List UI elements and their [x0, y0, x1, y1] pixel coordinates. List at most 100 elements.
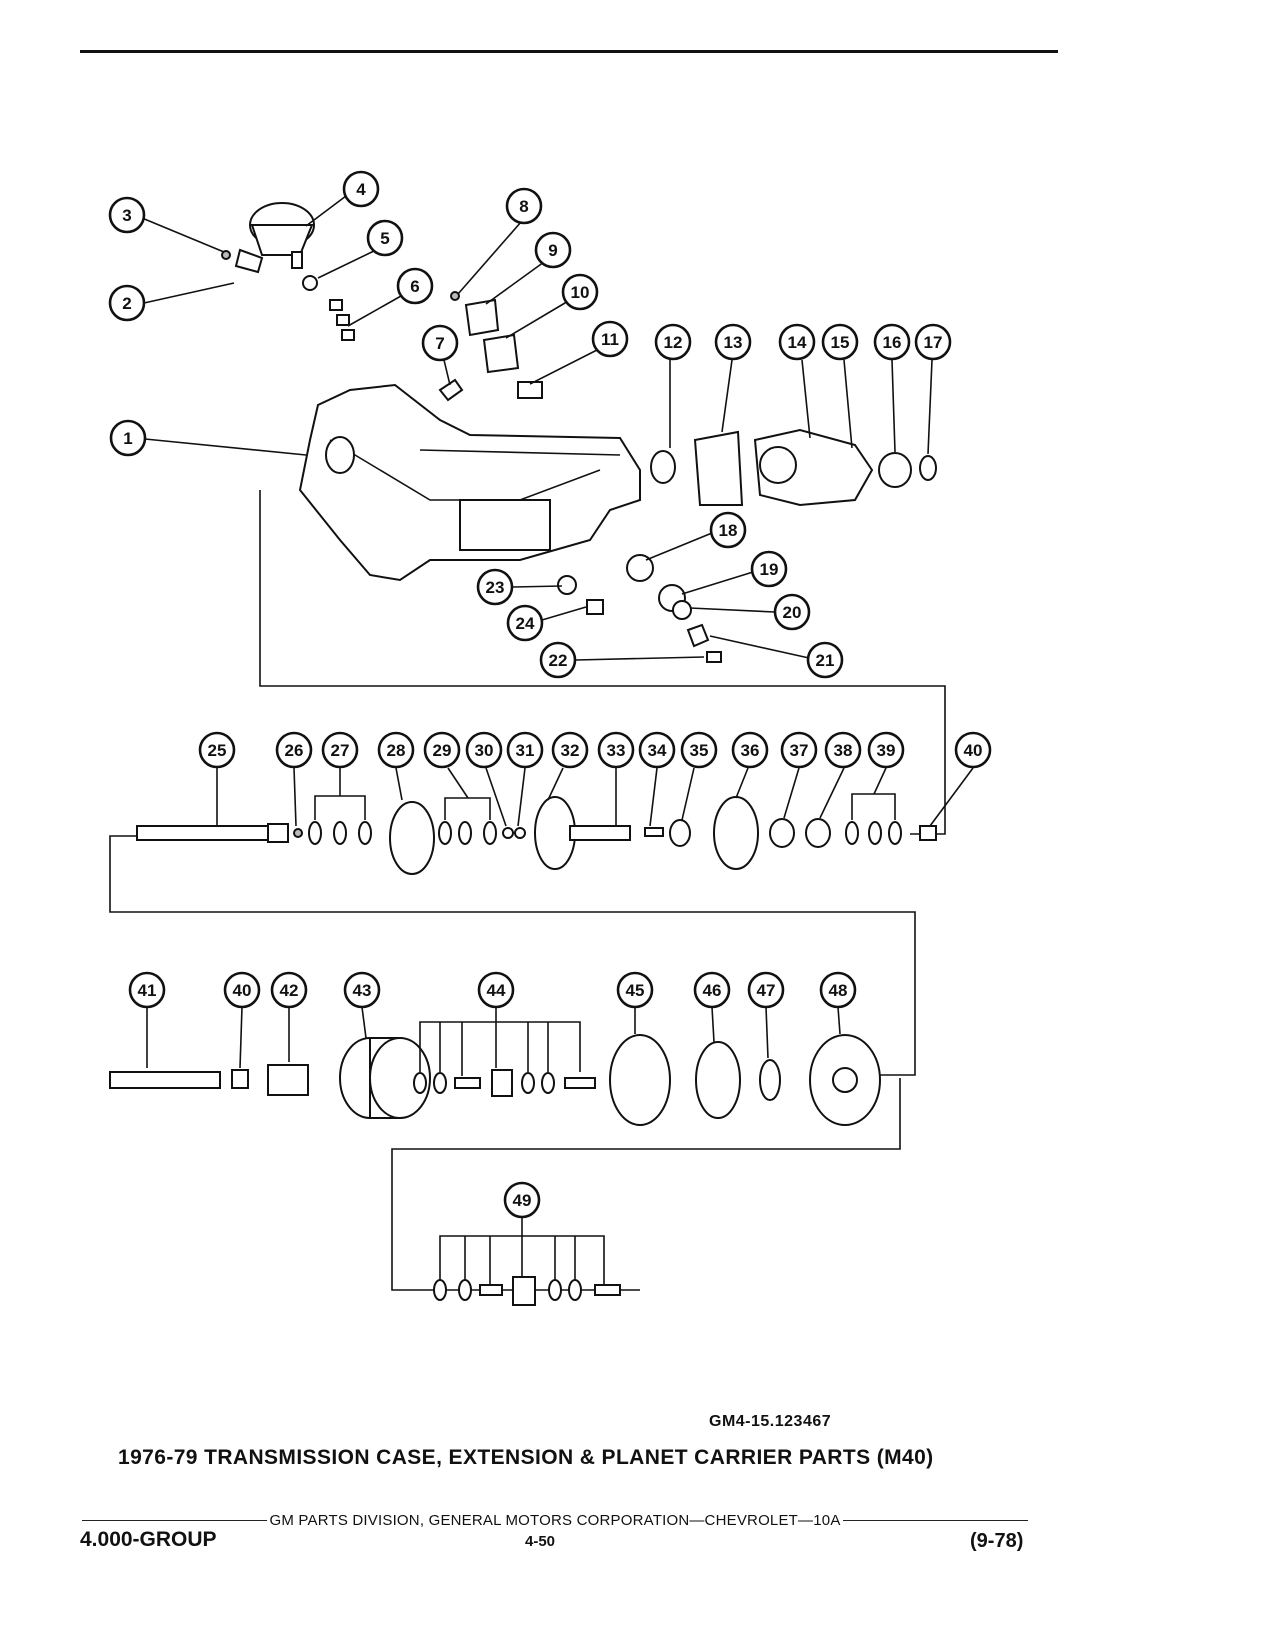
svg-text:20: 20 [783, 603, 802, 622]
callout-14: 14 [778, 323, 816, 361]
callout-21: 21 [806, 641, 844, 679]
footer-date: (9-78) [970, 1530, 1024, 1552]
svg-text:48: 48 [829, 981, 848, 1000]
callout-18: 18 [709, 511, 747, 549]
figure-caption: 1976-79 TRANSMISSION CASE, EXTENSION & P… [118, 1446, 934, 1469]
svg-text:37: 37 [790, 741, 809, 760]
svg-text:3: 3 [122, 206, 131, 225]
callout-41: 41 [128, 971, 166, 1009]
footer-group: 4.000-GROUP [80, 1528, 217, 1551]
callout-45: 45 [616, 971, 654, 1009]
svg-text:25: 25 [208, 741, 227, 760]
svg-text:4: 4 [356, 180, 366, 199]
callout-2: 2 [108, 284, 146, 322]
svg-text:19: 19 [760, 560, 779, 579]
callout-22: 22 [539, 641, 577, 679]
callout-10: 10 [561, 273, 599, 311]
svg-text:30: 30 [475, 741, 494, 760]
svg-text:47: 47 [757, 981, 776, 1000]
callout-25: 25 [198, 731, 236, 769]
callout-46: 46 [693, 971, 731, 1009]
callout-34: 34 [638, 731, 676, 769]
transmission-case [298, 383, 641, 582]
svg-text:40: 40 [233, 981, 252, 1000]
output-shaft-parts [136, 796, 937, 875]
callout-39: 39 [867, 731, 905, 769]
callout-7: 7 [421, 324, 459, 362]
svg-text:41: 41 [138, 981, 157, 1000]
callout-4: 4 [342, 170, 380, 208]
svg-text:44: 44 [487, 981, 506, 1000]
callout-15: 15 [821, 323, 859, 361]
callout-29: 29 [423, 731, 461, 769]
callout-28: 28 [377, 731, 415, 769]
callout-9: 9 [534, 231, 572, 269]
small-parts-top [221, 250, 543, 402]
svg-text:38: 38 [834, 741, 853, 760]
svg-text:5: 5 [380, 229, 389, 248]
svg-text:49: 49 [513, 1191, 532, 1210]
callout-27: 27 [321, 731, 359, 769]
svg-text:31: 31 [516, 741, 535, 760]
callout-30: 30 [465, 731, 503, 769]
callout-47: 47 [747, 971, 785, 1009]
callout-38: 38 [824, 731, 862, 769]
callout-44: 44 [477, 971, 515, 1009]
callout-20: 20 [773, 593, 811, 631]
callout-36: 36 [731, 731, 769, 769]
svg-text:27: 27 [331, 741, 350, 760]
svg-text:29: 29 [433, 741, 452, 760]
svg-text:1: 1 [123, 429, 132, 448]
callout-49: 49 [503, 1181, 541, 1219]
figure-code: GM4-15.123467 [709, 1413, 832, 1430]
svg-text:26: 26 [285, 741, 304, 760]
svg-text:22: 22 [549, 651, 568, 670]
svg-text:46: 46 [703, 981, 722, 1000]
svg-text:43: 43 [353, 981, 372, 1000]
svg-text:42: 42 [280, 981, 299, 1000]
svg-text:6: 6 [410, 277, 419, 296]
svg-text:16: 16 [883, 333, 902, 352]
callout-12: 12 [654, 323, 692, 361]
svg-text:24: 24 [516, 614, 535, 633]
svg-text:34: 34 [648, 741, 667, 760]
svg-text:14: 14 [788, 333, 807, 352]
callout-33: 33 [597, 731, 635, 769]
pinion-parts [433, 1276, 621, 1306]
svg-text:9: 9 [548, 241, 557, 260]
svg-text:18: 18 [719, 521, 738, 540]
footer-page-number: 4-50 [525, 1533, 556, 1550]
svg-text:2: 2 [122, 294, 131, 313]
svg-text:17: 17 [924, 333, 943, 352]
callout-40: 40 [954, 731, 992, 769]
callout-42: 42 [270, 971, 308, 1009]
svg-text:39: 39 [877, 741, 896, 760]
callout-23: 23 [476, 568, 514, 606]
svg-text:35: 35 [690, 741, 709, 760]
svg-text:36: 36 [741, 741, 760, 760]
footer-rule-left [82, 1520, 268, 1521]
footer-division: GM PARTS DIVISION, GENERAL MOTORS CORPOR… [269, 1512, 841, 1529]
callout-48: 48 [819, 971, 857, 1009]
callout-43: 43 [343, 971, 381, 1009]
vacuum-modulator [234, 202, 315, 274]
callout-26: 26 [275, 731, 313, 769]
top-rule [80, 50, 1058, 53]
svg-text:23: 23 [486, 578, 505, 597]
planet-carrier-parts [109, 1034, 881, 1126]
svg-text:15: 15 [831, 333, 850, 352]
callout-8: 8 [505, 187, 543, 225]
callout-32: 32 [551, 731, 589, 769]
callout-35: 35 [680, 731, 718, 769]
footer-rule-right [842, 1520, 1028, 1521]
svg-text:21: 21 [816, 651, 835, 670]
svg-text:12: 12 [664, 333, 683, 352]
svg-text:40: 40 [964, 741, 983, 760]
callout-1: 1 [109, 419, 147, 457]
svg-text:45: 45 [626, 981, 645, 1000]
callout-40-repeat: 40 [223, 971, 261, 1009]
callout-16: 16 [873, 323, 911, 361]
svg-text:33: 33 [607, 741, 626, 760]
callout-37: 37 [780, 731, 818, 769]
